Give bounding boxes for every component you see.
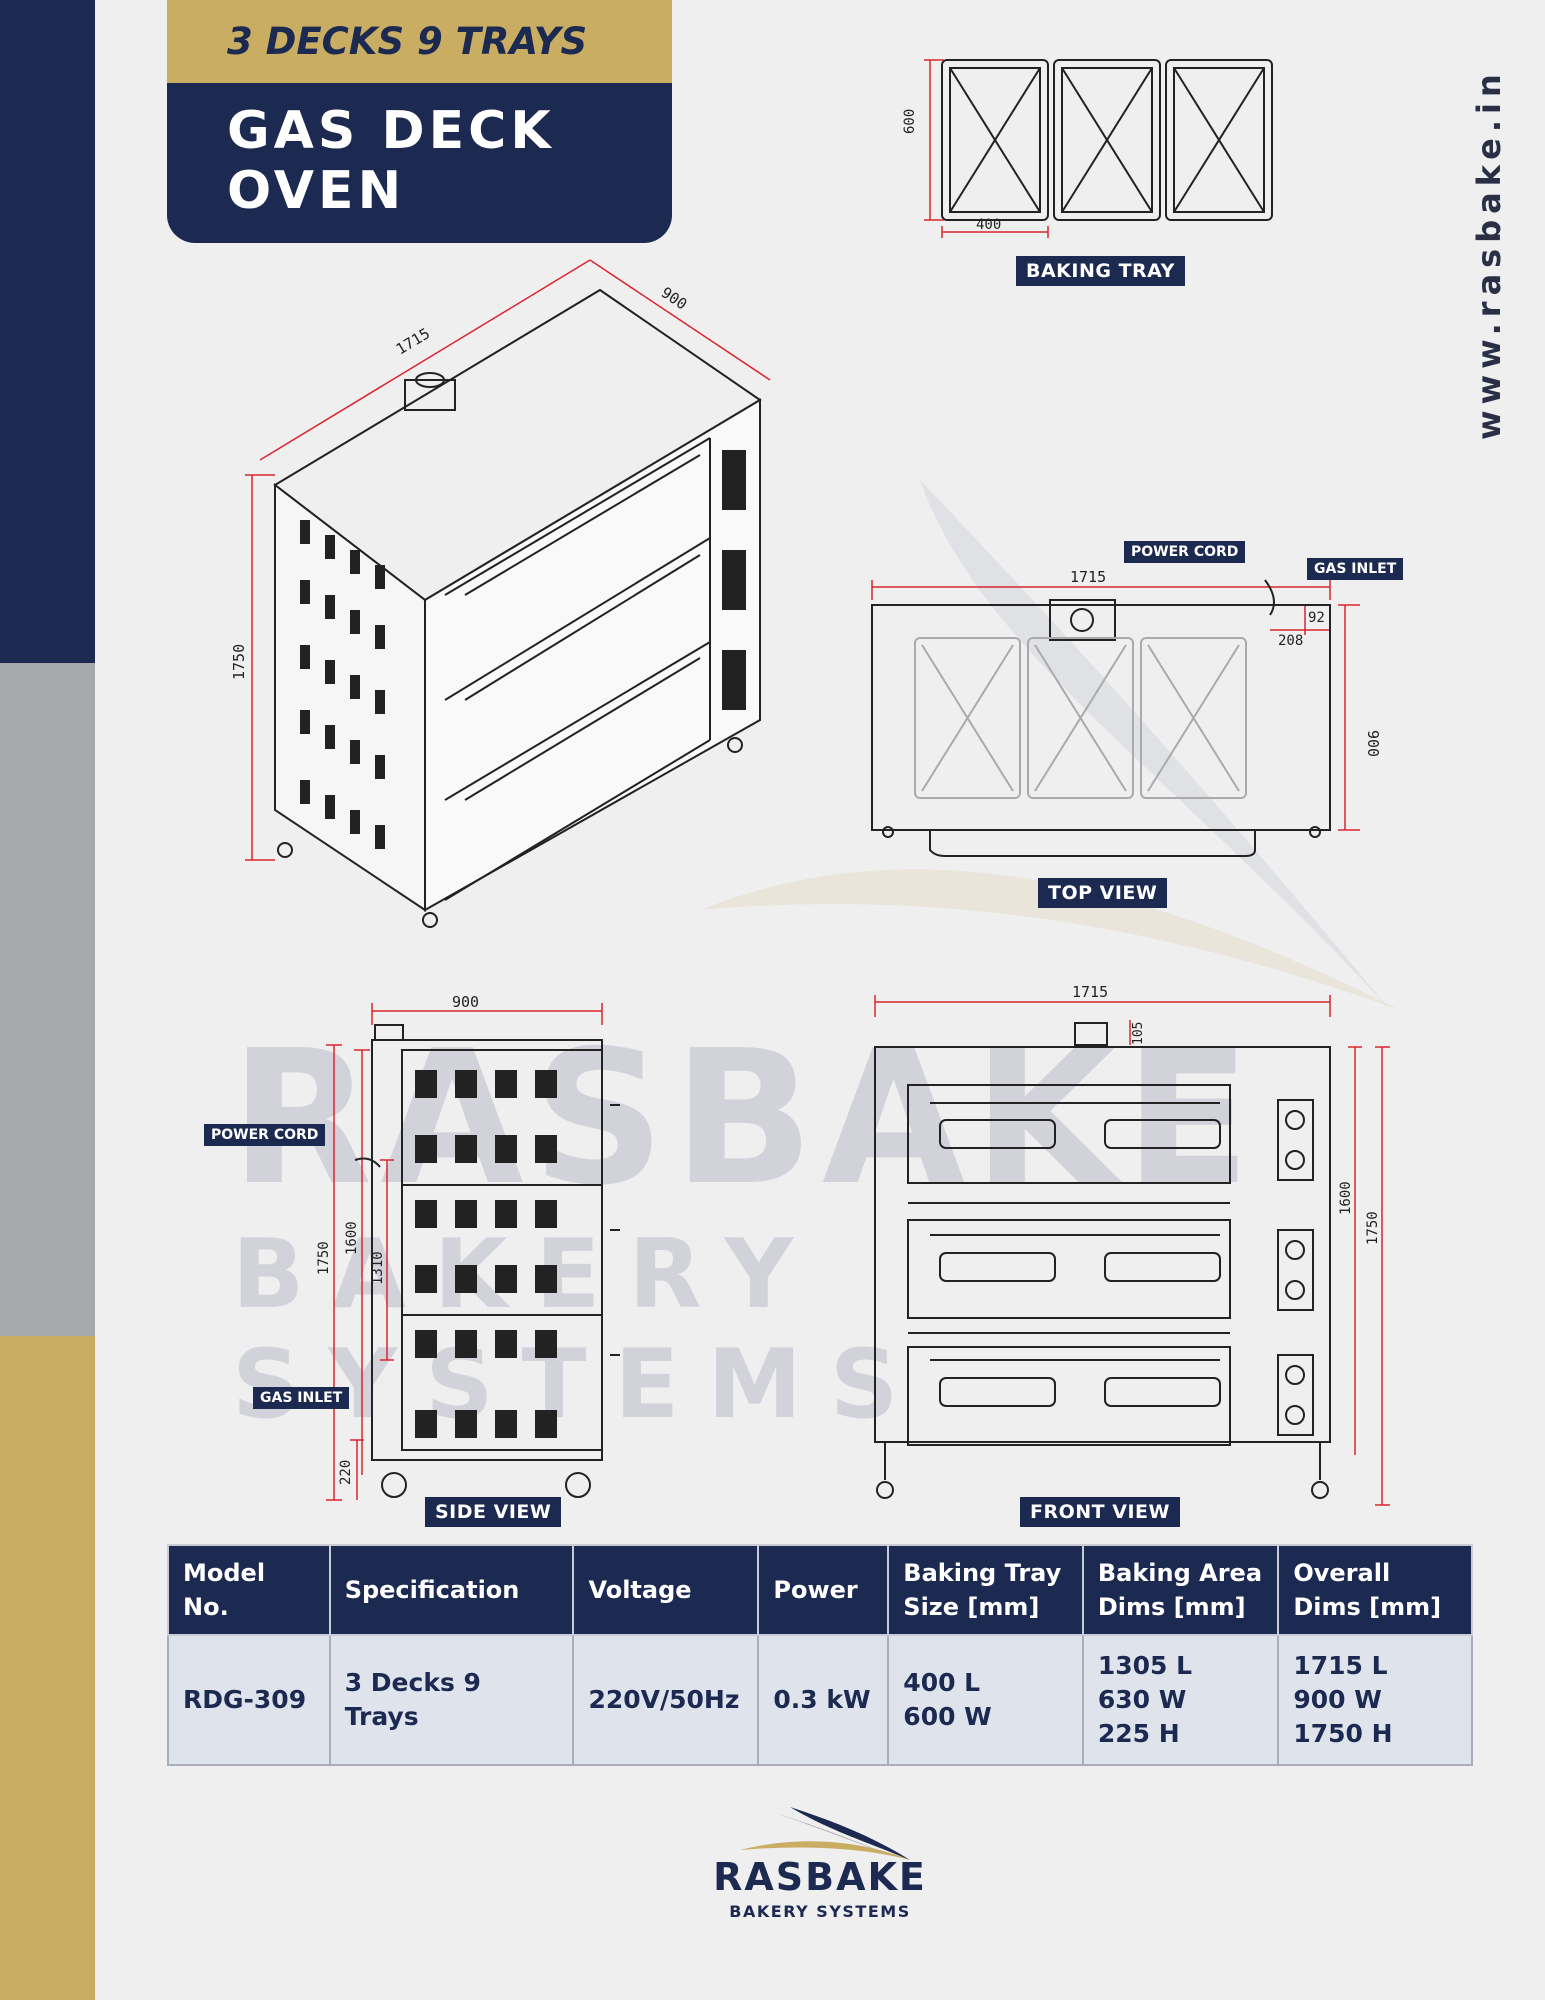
stripe-gray (0, 663, 95, 1336)
cell-overall-dims: 1715 L 900 W 1750 H (1277, 1634, 1473, 1766)
subtitle-text: 3 DECKS 9 TRAYS (227, 20, 588, 63)
iso-dim-1750: 1750 (230, 644, 248, 680)
cell-voltage: 220V/50Hz (572, 1634, 760, 1766)
title-line-1: GAS DECK (227, 101, 555, 161)
logo-tagline: BAKERY SYSTEMS (729, 1902, 911, 1921)
tag-gas-inlet-side: GAS INLET (253, 1387, 350, 1409)
side-dim-1750: 1750 (316, 1241, 332, 1275)
front-dim-1715: 1715 (1072, 983, 1108, 1001)
top-dim-900: 900 (1364, 730, 1380, 757)
label-baking-tray: BAKING TRAY (1016, 256, 1185, 286)
front-dim-105: 105 (1131, 1022, 1146, 1045)
spec-table: Model No. Specification Voltage Power Ba… (167, 1544, 1473, 1766)
front-dim-1750: 1750 (1365, 1211, 1381, 1245)
side-dim-1310: 1310 (370, 1251, 386, 1285)
col-baking-area: Baking Area Dims [mm] (1081, 1544, 1280, 1636)
tray-dim-600: 600 (902, 109, 918, 134)
table-header-row: Model No. Specification Voltage Power Ba… (167, 1544, 1473, 1636)
stripe-gold (0, 1336, 95, 2000)
col-overall-dims: Overall Dims [mm] (1277, 1544, 1473, 1636)
label-top-view: TOP VIEW (1038, 878, 1168, 908)
cell-baking-area: 1305 L 630 W 225 H (1081, 1634, 1280, 1766)
cell-model: RDG-309 (167, 1634, 331, 1766)
subtitle-banner: 3 DECKS 9 TRAYS (167, 0, 672, 83)
col-voltage: Voltage (572, 1544, 760, 1636)
top-view-drawing: 1715 92 208 900 (871, 568, 1380, 857)
table-row: RDG-309 3 Decks 9 Trays 220V/50Hz 0.3 kW… (167, 1634, 1473, 1766)
side-dim-220: 220 (338, 1460, 354, 1485)
top-dim-208: 208 (1278, 633, 1303, 649)
side-view-drawing: 900 1750 1600 1310 220 (316, 995, 620, 1501)
logo-name: RASBAKE (713, 1855, 927, 1899)
title-line-2: OVEN (227, 161, 406, 221)
isometric-oven-drawing: 1715 900 1750 (230, 259, 771, 928)
label-side-view: SIDE VIEW (425, 1497, 562, 1527)
side-dim-1600: 1600 (344, 1221, 360, 1255)
cell-tray-size: 400 L 600 W (887, 1634, 1084, 1766)
col-specification: Specification (328, 1544, 575, 1636)
stripe-navy (0, 0, 95, 663)
tag-power-cord-top: POWER CORD (1124, 541, 1246, 563)
logo-swoosh-icon (740, 1807, 910, 1860)
title-banner: GAS DECK OVEN (167, 83, 672, 243)
website-url: www.rasbake.in (1470, 68, 1508, 440)
col-tray-size: Baking Tray Size [mm] (887, 1544, 1084, 1636)
cell-power: 0.3 kW (757, 1634, 890, 1766)
iso-dim-1715: 1715 (393, 324, 433, 358)
col-power: Power (757, 1544, 890, 1636)
col-model: Model No. (167, 1544, 331, 1636)
top-dim-1715: 1715 (1070, 568, 1106, 586)
top-dim-92: 92 (1308, 610, 1325, 626)
front-view-drawing: 1715 105 1600 1750 (874, 983, 1390, 1506)
side-dim-900: 900 (452, 995, 479, 1011)
tag-power-cord-side: POWER CORD (204, 1124, 326, 1146)
tray-dim-400: 400 (976, 217, 1001, 233)
label-front-view: FRONT VIEW (1020, 1497, 1180, 1527)
front-dim-1600: 1600 (1338, 1181, 1354, 1215)
tag-gas-inlet-top: GAS INLET (1307, 558, 1404, 580)
background-swoosh (700, 480, 1400, 1010)
baking-tray-drawing: 600 400 (902, 59, 1273, 238)
cell-specification: 3 Decks 9 Trays (328, 1634, 575, 1766)
